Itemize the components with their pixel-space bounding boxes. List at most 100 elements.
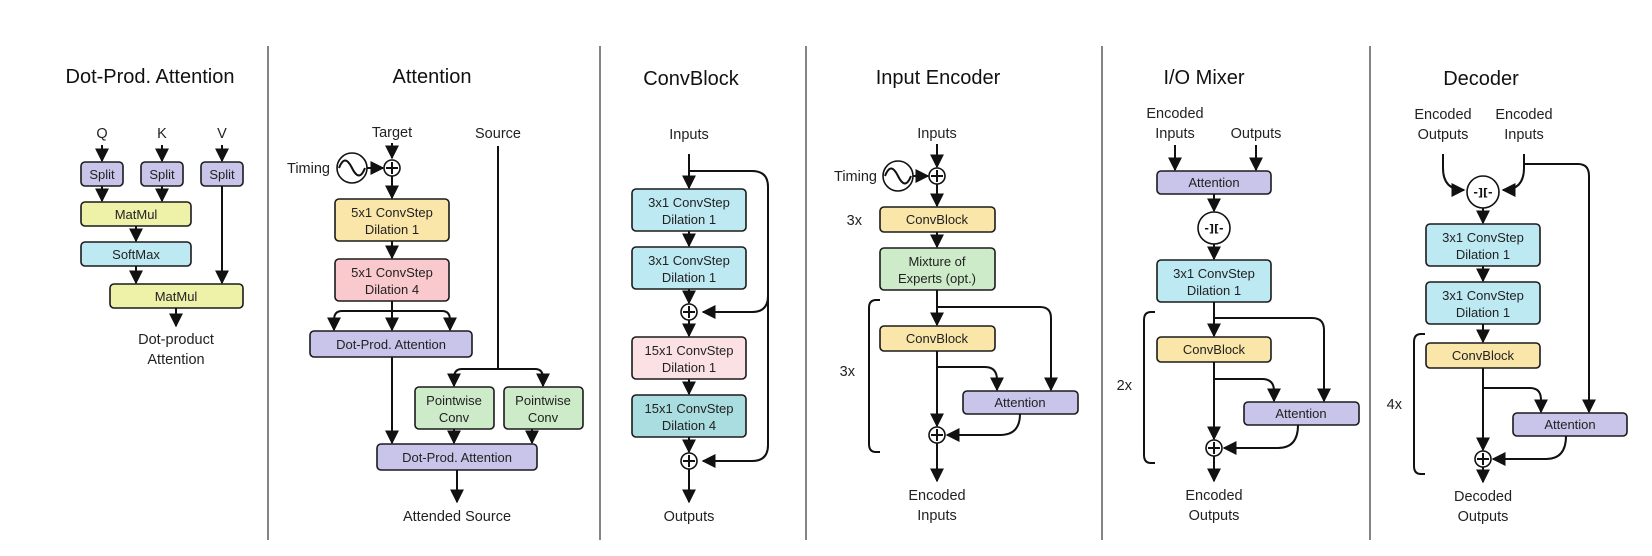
pointwise-conv-2-line2: Conv <box>528 410 559 425</box>
attention-box <box>1512 412 1628 437</box>
conv-step-1-line2: Dilation 1 <box>662 212 716 227</box>
encoded-inputs-label-line1: Encoded <box>908 488 965 504</box>
timing-signal-icon <box>336 152 368 184</box>
repeat-3x-label-2: 3x <box>840 364 856 380</box>
attended-source-label: Attended Source <box>403 509 511 525</box>
conv-step-2-line1: 3x1 ConvStep <box>1442 288 1524 303</box>
panel-input-encoder: Input Encoder Inputs Timing 3x ConvBlock… <box>834 67 1079 524</box>
add-icon <box>928 426 946 444</box>
encoded-inputs-label-line2: Inputs <box>1155 126 1195 142</box>
matmul-1-label: MatMul <box>115 207 158 222</box>
concat-symbol: -][- <box>1473 186 1492 199</box>
target-label: Target <box>372 125 412 141</box>
decoded-outputs-label-line2: Outputs <box>1458 509 1509 525</box>
decoded-outputs-label-line1: Decoded <box>1454 489 1512 505</box>
repeat-bracket <box>1143 311 1155 464</box>
add-icon <box>680 452 698 470</box>
encoded-outputs-label-line2: Outputs <box>1418 127 1469 143</box>
timing-label: Timing <box>287 161 330 177</box>
conv-step-1-line2: Dilation 1 <box>365 222 419 237</box>
add-icon <box>928 167 946 185</box>
conv-step-1-line1: 5x1 ConvStep <box>351 205 433 220</box>
add-icon <box>1474 450 1492 468</box>
panel-title: Input Encoder <box>876 67 1001 89</box>
convblock-1-label: ConvBlock <box>906 212 969 227</box>
conv-step-2-line1: 5x1 ConvStep <box>351 265 433 280</box>
attention-label: Attention <box>1544 417 1595 432</box>
conv-step-2-line2: Dilation 4 <box>365 282 419 297</box>
panel-dot-prod-attention: Dot-Prod. Attention Q K V Split Split Sp… <box>66 66 244 368</box>
panel-title: Attention <box>393 66 472 88</box>
attention-label: Attention <box>994 395 1045 410</box>
conv-step-line1: 3x1 ConvStep <box>1173 266 1255 281</box>
split-q-label: Split <box>89 167 115 182</box>
attention-2-label: Attention <box>1275 406 1326 421</box>
input-q-label: Q <box>96 126 107 142</box>
concat-symbol: -][- <box>1204 222 1223 235</box>
mixture-of-experts-line1: Mixture of <box>908 254 965 269</box>
outputs-label: Outputs <box>664 509 715 525</box>
timing-signal-icon <box>882 160 914 192</box>
input-k-label: K <box>157 126 167 142</box>
output-label-line2: Attention <box>147 352 204 368</box>
conv-step-1-line1: 3x1 ConvStep <box>648 195 730 210</box>
concat-icon: -][- <box>1466 175 1500 209</box>
encoded-inputs-label-line1: Encoded <box>1495 107 1552 123</box>
concat-icon: -][- <box>1197 211 1231 245</box>
attention-2-box <box>1243 401 1360 426</box>
panel-decoder: Decoder Encoded Outputs Encoded Inputs -… <box>1387 68 1628 525</box>
dot-prod-attention-1-label: Dot-Prod. Attention <box>336 337 446 352</box>
repeat-bracket <box>868 299 880 453</box>
panel-separators <box>267 46 1371 540</box>
inputs-label: Inputs <box>917 126 957 142</box>
matmul-2-label: MatMul <box>155 289 198 304</box>
conv-step-4-line2: Dilation 4 <box>662 418 716 433</box>
panel-title: Dot-Prod. Attention <box>66 66 235 88</box>
add-icon <box>383 159 401 177</box>
split-v-label: Split <box>209 167 235 182</box>
conv-step-2-line2: Dilation 1 <box>1456 305 1510 320</box>
conv-step-3-line2: Dilation 1 <box>662 360 716 375</box>
panel-convblock: ConvBlock Inputs 3x1 ConvStep Dilation 1… <box>631 68 769 525</box>
softmax-label: SoftMax <box>112 247 160 262</box>
pointwise-conv-1-line1: Pointwise <box>426 393 482 408</box>
panel-title: Decoder <box>1443 68 1519 90</box>
convblock-label: ConvBlock <box>1183 342 1246 357</box>
panel-title: ConvBlock <box>643 68 740 90</box>
pointwise-conv-2-box <box>503 386 584 430</box>
mixture-of-experts-line2: Experts (opt.) <box>898 271 976 286</box>
source-label: Source <box>475 126 521 142</box>
panel-title: I/O Mixer <box>1163 67 1244 89</box>
encoded-outputs-label-line1: Encoded <box>1414 107 1471 123</box>
repeat-2x-label: 2x <box>1117 378 1133 394</box>
repeat-bracket <box>1413 333 1425 475</box>
convblock-label: ConvBlock <box>1452 348 1515 363</box>
encoded-inputs-label-line2: Inputs <box>917 508 957 524</box>
conv-step-1-line1: 3x1 ConvStep <box>1442 230 1524 245</box>
conv-step-2-line1: 3x1 ConvStep <box>648 253 730 268</box>
conv-step-1-line2: Dilation 1 <box>1456 247 1510 262</box>
outputs-label: Outputs <box>1231 126 1282 142</box>
encoded-inputs-label-line2: Inputs <box>1504 127 1544 143</box>
panel-attention: Attention Target Source Timing 5x1 ConvS… <box>287 66 584 525</box>
pointwise-conv-2-line1: Pointwise <box>515 393 571 408</box>
timing-label: Timing <box>834 169 877 185</box>
output-label-line1: Dot-product <box>138 332 214 348</box>
encoded-outputs-label-line1: Encoded <box>1185 488 1242 504</box>
encoded-outputs-label-line2: Outputs <box>1189 508 1240 524</box>
inputs-label: Inputs <box>669 127 709 143</box>
encoded-inputs-label-line1: Encoded <box>1146 106 1203 122</box>
add-icon <box>680 303 698 321</box>
repeat-3x-label-1: 3x <box>847 213 863 229</box>
conv-step-2-line2: Dilation 1 <box>662 270 716 285</box>
add-icon <box>1205 439 1223 457</box>
convblock-2-label: ConvBlock <box>906 331 969 346</box>
panel-io-mixer: I/O Mixer Encoded Inputs Outputs Attenti… <box>1117 67 1360 524</box>
conv-step-4-line1: 15x1 ConvStep <box>645 401 734 416</box>
dot-prod-attention-2-label: Dot-Prod. Attention <box>402 450 512 465</box>
pointwise-conv-1-line2: Conv <box>439 410 470 425</box>
repeat-4x-label: 4x <box>1387 397 1403 413</box>
conv-step-line2: Dilation 1 <box>1187 283 1241 298</box>
input-v-label: V <box>217 126 227 142</box>
